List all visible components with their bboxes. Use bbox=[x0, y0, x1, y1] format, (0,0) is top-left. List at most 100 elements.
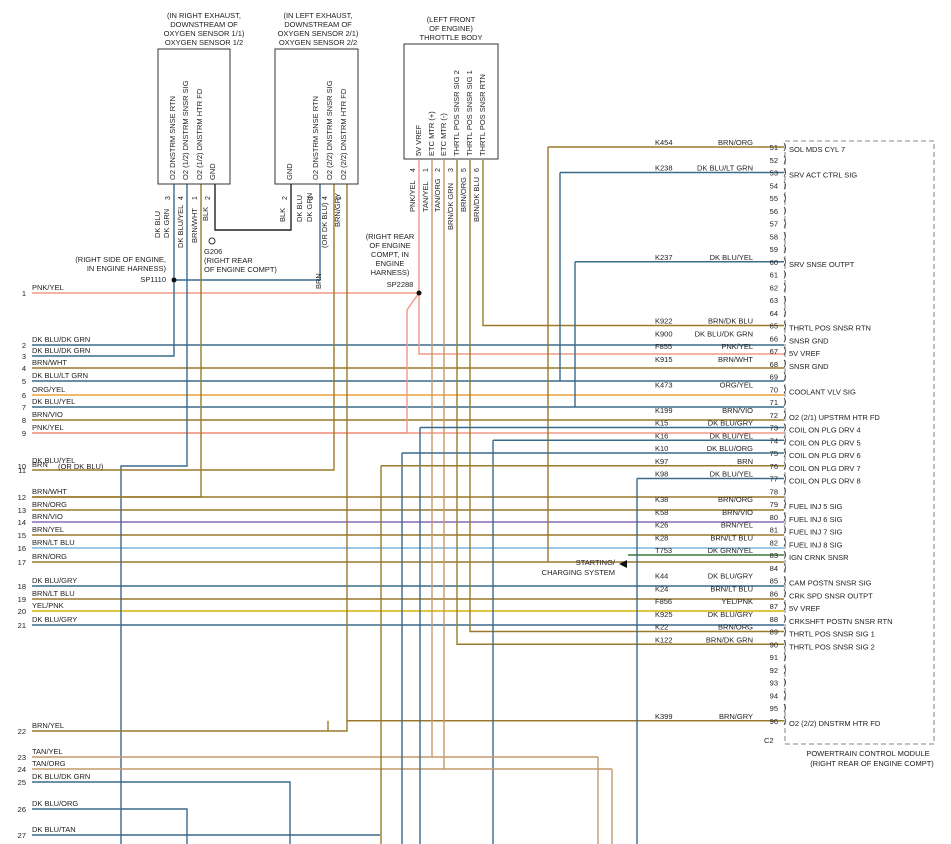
left-wire-color: DK BLU/TAN bbox=[32, 825, 76, 834]
pcm-pin-number: 91 bbox=[770, 653, 778, 662]
pcm-wire-color: DK BLU/LT GRN bbox=[697, 164, 753, 173]
pcm-function-label: SNSR GND bbox=[789, 362, 829, 371]
sp2288-label: HARNESS) bbox=[371, 268, 410, 277]
pcm-circuit-id: K399 bbox=[655, 712, 673, 721]
sp1110-splice-dot bbox=[171, 277, 177, 283]
pcm-pin-terminal bbox=[783, 244, 786, 254]
pcm-pin-terminal bbox=[783, 691, 786, 700]
pcm-wire-color: BRN/VIO bbox=[722, 508, 753, 517]
starting-charging-reference: STARTING/ CHARGING SYSTEM bbox=[542, 558, 627, 577]
sensor2-pin-label: O2 (2/2) DNSTRM SNSR SIG bbox=[325, 80, 334, 180]
left-wire-number: 24 bbox=[18, 765, 26, 774]
pcm-pin-number: 83 bbox=[770, 551, 778, 560]
pcm-pin-terminal bbox=[783, 193, 786, 203]
pcm-wire-color: DK BLU/ORG bbox=[707, 444, 753, 453]
pcm-pin-number: 85 bbox=[770, 577, 778, 586]
pcm-pin-terminal bbox=[783, 640, 786, 649]
sp2288-splice-dot bbox=[416, 290, 422, 296]
pcm-wire-color: ORG/YEL bbox=[720, 380, 753, 389]
left-wire-color: TAN/ORG bbox=[32, 759, 66, 768]
arrow-left-icon bbox=[619, 560, 627, 568]
sensor2-wire-label: BRN/GRY bbox=[333, 193, 342, 227]
left-wire-number: 18 bbox=[18, 582, 26, 591]
pcm-circuit-id: K22 bbox=[655, 623, 668, 632]
pcm-pin-terminal bbox=[783, 512, 786, 521]
pcm-pin-terminal bbox=[783, 499, 786, 509]
left-wire-number: 14 bbox=[18, 518, 26, 527]
pcm-connector-id: C2 bbox=[764, 736, 774, 745]
wire-layer bbox=[32, 146, 784, 844]
pcm-pin-terminal bbox=[783, 219, 786, 228]
pcm-wire-color: BRN/DK BLU bbox=[708, 317, 753, 326]
pcm-function-label: SNSR GND bbox=[789, 336, 829, 345]
sensor1-caption-line: OXYGEN SENSOR 1/2 bbox=[165, 38, 243, 47]
pcm-wire-color: DK BLU/GRY bbox=[708, 419, 753, 428]
pcm-wire-color: BRN/VIO bbox=[722, 406, 753, 415]
throttle-pin-label: THRTL POS SNSR RTN bbox=[478, 74, 487, 156]
sp2288-label: (RIGHT REAR bbox=[366, 232, 415, 241]
pcm-wire-color: DK BLU/YEL bbox=[710, 253, 753, 262]
sp1110-label: (RIGHT SIDE OF ENGINE, bbox=[75, 255, 166, 264]
sensor2-pin-label: GND bbox=[285, 163, 294, 180]
throttle-wire-label: TAN/ORG bbox=[433, 178, 442, 212]
sensor1-pin-label: O2 DNSTRM SNSE RTN bbox=[168, 96, 177, 180]
left-wire-color: DK BLU/GRY bbox=[32, 576, 77, 585]
sensor1-caption-line: DOWNSTREAM OF bbox=[170, 20, 238, 29]
left-wire-color: DK BLU/LT GRN bbox=[32, 371, 88, 380]
pcm-pin-terminal bbox=[783, 474, 786, 483]
pcm-pin-terminal bbox=[783, 321, 786, 330]
left-wire-color: DK BLU/DK GRN bbox=[32, 335, 90, 344]
pcm-pin-terminal bbox=[783, 589, 786, 598]
pcm-pin-terminal bbox=[783, 703, 786, 713]
throttle-pin-number: 4 bbox=[410, 168, 417, 172]
pcm-wire-color: DK GRN/YEL bbox=[708, 546, 753, 555]
left-wire-number: 6 bbox=[22, 391, 26, 400]
pcm-wire-color: BRN/ORG bbox=[718, 623, 753, 632]
sensor2-caption-line: DOWNSTREAM OF bbox=[284, 20, 352, 29]
harness-wire bbox=[120, 184, 188, 844]
sensor1-wire-label: DK BLU/YEL bbox=[176, 205, 185, 248]
left-wire-color: DK BLU/ORG bbox=[32, 799, 78, 808]
sensor2-pin-number: 4 bbox=[322, 196, 329, 200]
harness-wire bbox=[492, 439, 784, 844]
throttle-pin-label: THRTL POS SNSR SIG 2 bbox=[452, 70, 461, 156]
left-wire-color: DK BLU/DK GRN bbox=[32, 772, 90, 781]
pcm-pin-number: 80 bbox=[770, 513, 778, 522]
pcm-wire-color: BRN/LT BLU bbox=[710, 533, 753, 542]
pcm-pin-number: 71 bbox=[770, 398, 778, 407]
pcm-pin-terminal bbox=[783, 550, 786, 560]
pcm-wire-color: DK BLU/GRY bbox=[708, 610, 753, 619]
left-wire-color: BRN/VIO bbox=[32, 410, 63, 419]
pcm-circuit-id: K900 bbox=[655, 329, 673, 338]
pcm-function-label: 5V VREF bbox=[789, 604, 821, 613]
pcm-circuit-id: K44 bbox=[655, 572, 668, 581]
sp2288-label: SP2288 bbox=[387, 280, 414, 289]
throttle-wire-label: BRN/ORG bbox=[459, 177, 468, 212]
pcm-pin-number: 69 bbox=[770, 373, 778, 382]
pcm-wire-color: BRN/ORG bbox=[718, 138, 753, 147]
left-wire-number: 21 bbox=[18, 621, 26, 630]
pcm-pin-number: 59 bbox=[770, 245, 778, 254]
pcm-function-label: THRTL POS SNSR SIG 2 bbox=[789, 642, 875, 651]
harness-wire bbox=[32, 184, 335, 471]
pcm-pin-terminal bbox=[783, 372, 786, 381]
throttle-pin-label: 5V VREF bbox=[414, 124, 423, 156]
pcm-circuit-id: K10 bbox=[655, 444, 668, 453]
throttle-caption-line: OF ENGINE) bbox=[429, 24, 473, 33]
left-wire-number: 25 bbox=[18, 778, 26, 787]
pcm-function-label: COIL ON PLG DRV 5 bbox=[789, 438, 861, 447]
harness-wire bbox=[418, 293, 784, 355]
pcm-circuit-id: K922 bbox=[655, 317, 673, 326]
pcm-circuit-id: K58 bbox=[655, 508, 668, 517]
sensor1-pin-label: GND bbox=[208, 163, 217, 180]
pcm-pin-terminal bbox=[783, 155, 786, 164]
pcm-pin-number: 53 bbox=[770, 169, 778, 178]
sensor2-caption-line: OXYGEN SENSOR 2/2 bbox=[279, 38, 357, 47]
pcm-pin-number: 66 bbox=[770, 334, 778, 343]
pcm-pin-terminal bbox=[783, 487, 786, 496]
pcm-function-label: COIL ON PLG DRV 6 bbox=[789, 451, 861, 460]
pcm-pin-number: 78 bbox=[770, 487, 778, 496]
throttle-box bbox=[403, 43, 499, 160]
